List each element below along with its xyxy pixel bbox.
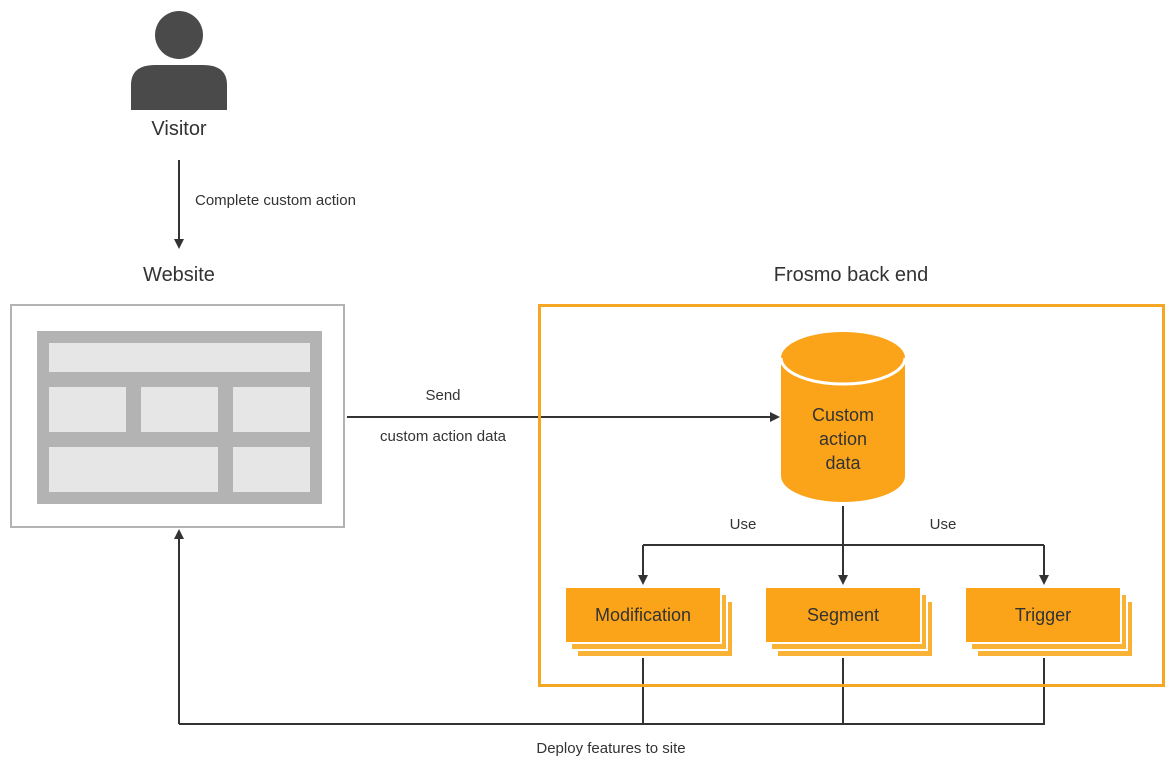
feature-card-label: Trigger	[964, 586, 1122, 644]
database-label: Custom action data	[781, 403, 905, 475]
feature-segment: Segment	[764, 586, 940, 662]
mockup-block	[49, 447, 218, 492]
backend-frame	[538, 304, 1165, 687]
send-label: Send	[425, 387, 461, 404]
mockup-block	[233, 447, 310, 492]
mockup-block	[49, 387, 126, 432]
visitor-label: Visitor	[151, 118, 207, 140]
feature-card-label: Segment	[764, 586, 922, 644]
database-label-line: action	[818, 429, 868, 449]
use-label-right: Use	[929, 516, 957, 533]
visitor-icon	[131, 11, 227, 110]
use-label-left: Use	[729, 516, 757, 533]
mockup-header-block	[49, 343, 310, 372]
website-title: Website	[143, 264, 215, 286]
deploy-label: Deploy features to site	[536, 740, 686, 757]
send-data-label: custom action data	[380, 428, 506, 445]
backend-title: Frosmo back end	[773, 264, 929, 286]
feature-modification: Modification	[564, 586, 740, 662]
database-label-line: data	[825, 453, 861, 473]
database-label-line: Custom	[811, 405, 874, 425]
feature-card-label: Modification	[564, 586, 722, 644]
website-mockup	[37, 331, 322, 504]
mockup-block	[141, 387, 218, 432]
complete-action-label: Complete custom action	[195, 192, 356, 209]
mockup-block	[233, 387, 310, 432]
database-icon	[779, 332, 907, 502]
feature-trigger: Trigger	[964, 586, 1140, 662]
